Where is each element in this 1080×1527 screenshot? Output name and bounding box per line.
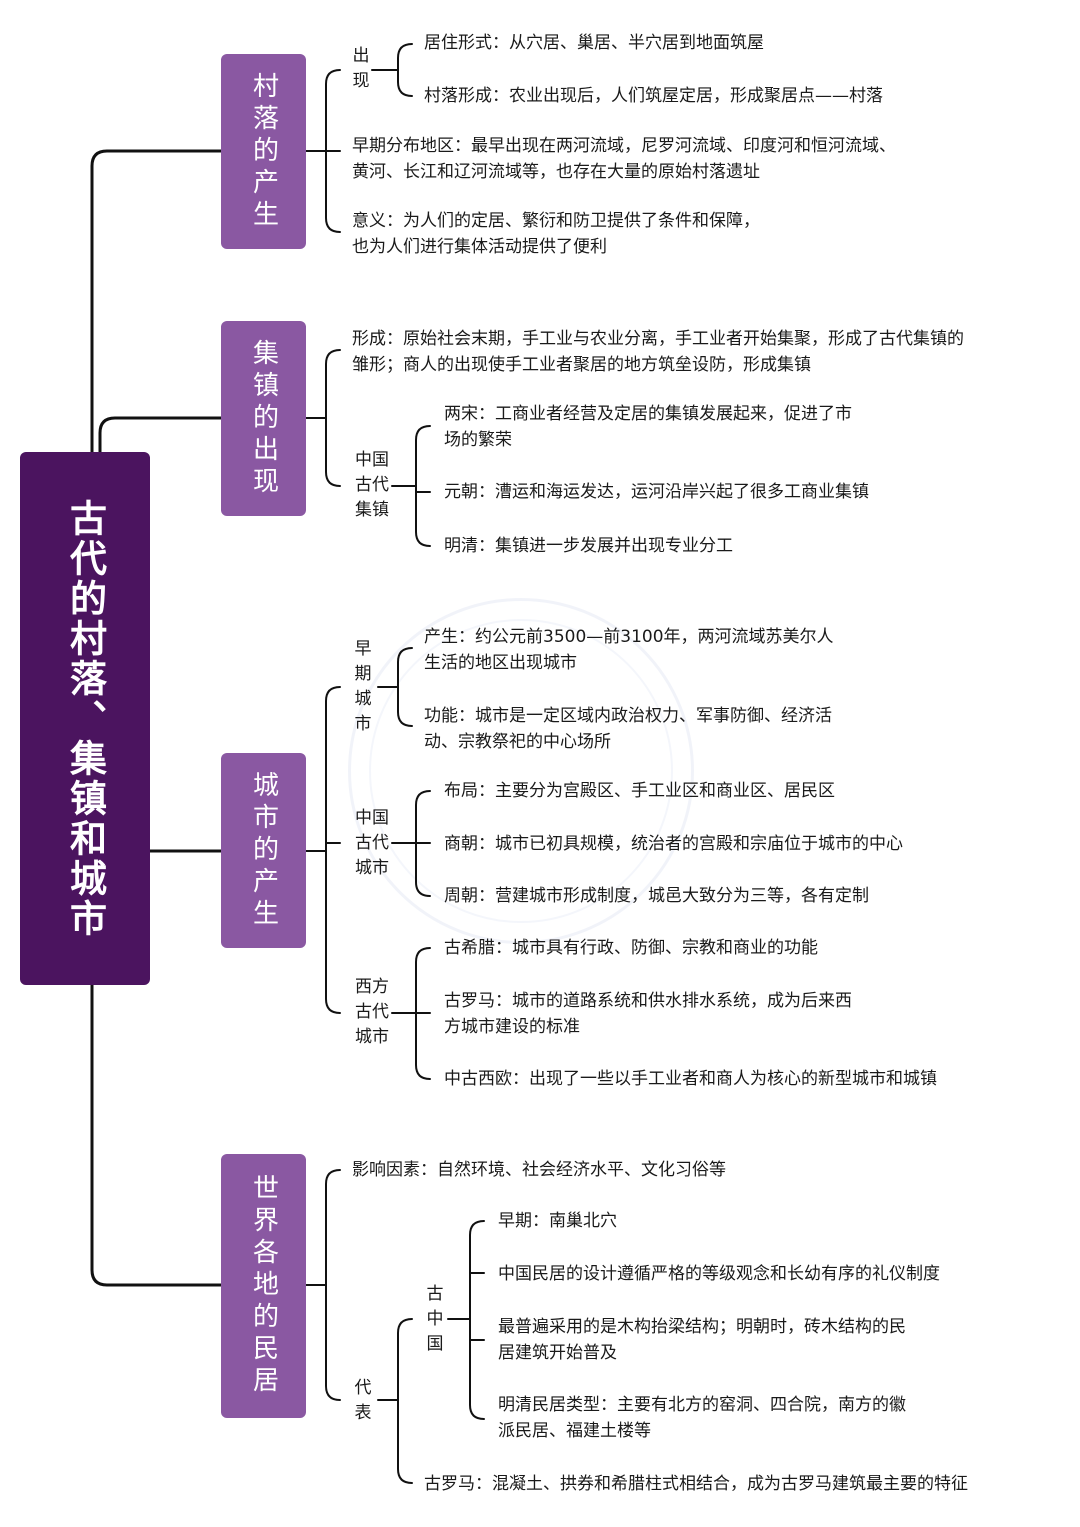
label-early-city: 早期城市 [354, 639, 372, 734]
leaf-early-distribution: 早期分布地区：最早出现在两河流域，尼罗河流域、印度河和恒河流域、黄河、长江和辽河… [352, 136, 896, 182]
root-connector-top [90, 149, 223, 454]
leaf-medieval-europe: 中古西欧：出现了一些以手工业者和商人为核心的新型城市和城镇 [444, 1069, 937, 1089]
label-ancient-china-city: 中国古代城市 [355, 808, 389, 878]
branch-dwelling: 世界各地的民居 [221, 1154, 306, 1418]
label-ancient-china-towns: 中国古代集镇 [355, 450, 389, 520]
branch-town: 集镇的出现 [221, 321, 306, 516]
leaf-city-function: 功能：城市是一定区域内政治权力、军事防御、经济活动、宗教祭祀的中心场所 [424, 706, 832, 752]
leaf-influence-factors: 影响因素：自然环境、社会经济水平、文化习俗等 [352, 1160, 726, 1180]
leaf-early-nests: 早期：南巢北穴 [498, 1211, 617, 1231]
leaf-village-formation: 村落形成：农业出现后，人们筑屋定居，形成聚居点——村落 [424, 86, 883, 106]
branch-city: 城市的产生 [221, 753, 306, 948]
leaf-zhou: 周朝：营建城市形成制度，城邑大致分为三等，各有定制 [444, 886, 869, 906]
branch-dwelling-label: 世界各地的民居 [248, 1174, 279, 1398]
root-node: 古代的村落、集镇和城市 [20, 452, 150, 985]
leaf-shang: 商朝：城市已初具规模，统治者的宫殿和宗庙位于城市的中心 [444, 834, 903, 854]
root-title: 古代的村落、集镇和城市 [63, 498, 107, 939]
leaf-ancient-rome: 古罗马：混凝土、拱券和希腊柱式相结合，成为古罗马建筑最主要的特征 [424, 1474, 968, 1494]
leaf-significance: 意义：为人们的定居、繁衍和防卫提供了条件和保障，也为人们进行集体活动提供了便利 [352, 211, 760, 257]
root-connector-bottom [90, 983, 223, 1287]
label-appearance: 出现 [352, 46, 370, 91]
leaf-ming-qing-town: 明清：集镇进一步发展并出现专业分工 [444, 536, 733, 556]
label-western-city: 西方古代城市 [355, 977, 389, 1047]
leaf-song: 两宋：工商业者经营及定居的集镇发展起来，促进了市场的繁荣 [444, 404, 852, 450]
leaf-yuan: 元朝：漕运和海运发达，运河沿岸兴起了很多工商业集镇 [444, 482, 869, 502]
leaf-ming-qing-dwelling: 明清民居类型：主要有北方的窑洞、四合院，南方的徽派民居、福建土楼等 [498, 1395, 906, 1441]
label-ancient-china: 古中国 [426, 1284, 444, 1354]
leaf-town-formation: 形成：原始社会末期，手工业与农业分离，手工业者开始集聚，形成了古代集镇的雏形；商… [352, 329, 964, 375]
label-representative: 代表 [354, 1378, 372, 1423]
leaf-rome-city: 古罗马：城市的道路系统和供水排水系统，成为后来西方城市建设的标准 [444, 991, 852, 1037]
leaf-living-form: 居住形式：从穴居、巢居、半穴居到地面筑屋 [424, 33, 764, 53]
leaf-hierarchy: 中国民居的设计遵循严格的等级观念和长幼有序的礼仪制度 [498, 1264, 940, 1284]
root-connector-2 [98, 416, 223, 454]
branch-village-label: 村落的产生 [248, 71, 279, 232]
leaf-wood-structure: 最普遍采用的是木构抬梁结构；明朝时，砖木结构的民居建筑开始普及 [498, 1317, 906, 1363]
branch-village: 村落的产生 [221, 54, 306, 249]
leaf-greece: 古希腊：城市具有行政、防御、宗教和商业的功能 [444, 938, 818, 958]
branch-town-label: 集镇的出现 [248, 338, 279, 499]
leaf-city-origin: 产生：约公元前3500—前3100年，两河流域苏美尔人生活的地区出现城市 [424, 627, 834, 673]
leaf-layout: 布局：主要分为宫殿区、手工业区和商业区、居民区 [444, 781, 835, 801]
branch-city-label: 城市的产生 [248, 770, 279, 931]
